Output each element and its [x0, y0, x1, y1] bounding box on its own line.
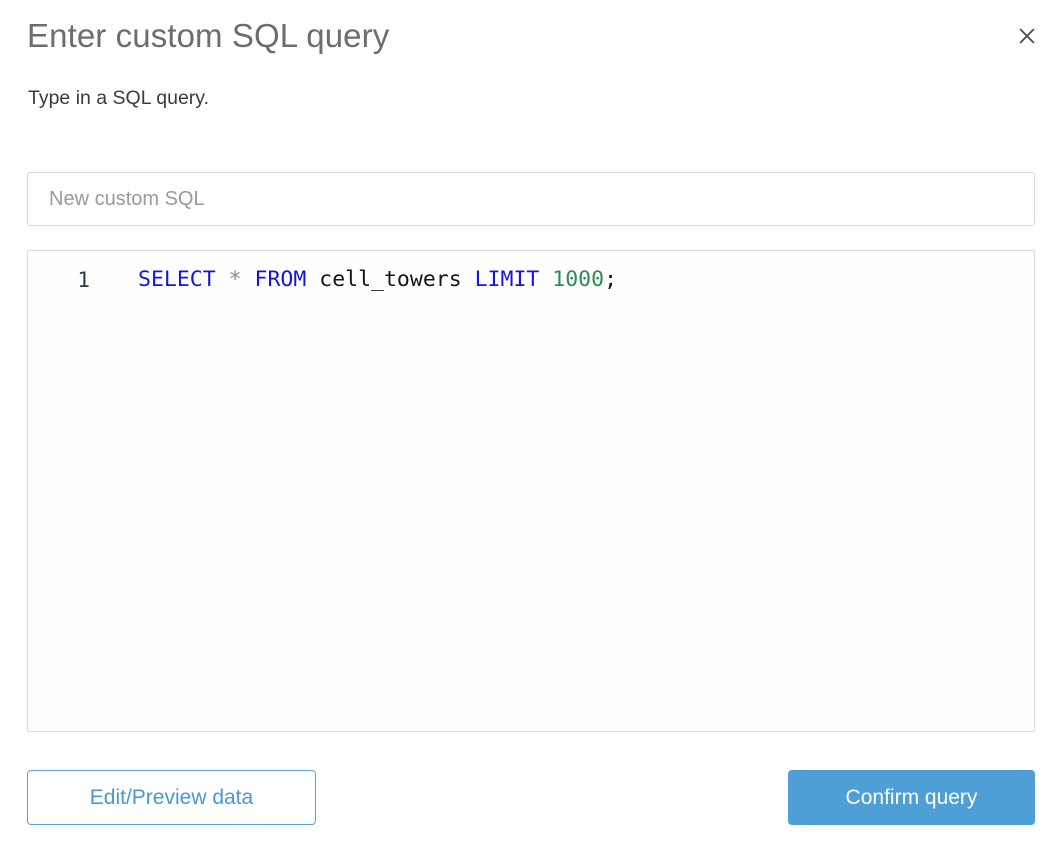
- sql-token-keyword: FROM: [254, 267, 307, 292]
- line-number: 1: [77, 268, 90, 292]
- sql-token-plain: [216, 267, 229, 292]
- close-button[interactable]: [1008, 17, 1046, 55]
- sql-token-identifier: cell_towers: [319, 267, 462, 292]
- close-icon: [1017, 26, 1037, 46]
- sql-query-text[interactable]: SELECT * FROM cell_towers LIMIT 1000;: [90, 264, 1034, 296]
- sql-token-plain: [539, 267, 552, 292]
- query-name-input[interactable]: [27, 172, 1035, 226]
- sql-token-keyword: SELECT: [138, 267, 216, 292]
- sql-token-plain: [306, 267, 319, 292]
- sql-token-plain: [242, 267, 255, 292]
- sql-token-operator: *: [228, 267, 242, 292]
- confirm-query-button[interactable]: Confirm query: [788, 770, 1035, 825]
- page-title: Enter custom SQL query: [27, 17, 390, 54]
- sql-token-number: 1000: [552, 267, 605, 292]
- dialog-subtitle: Type in a SQL query.: [28, 87, 210, 109]
- sql-token-plain: [462, 267, 475, 292]
- query-name-field-wrapper: [27, 172, 1035, 226]
- sql-token-punct: ;: [604, 267, 618, 292]
- sql-token-keyword: LIMIT: [474, 267, 540, 292]
- edit-preview-data-button[interactable]: Edit/Preview data: [27, 770, 316, 825]
- sql-code-editor[interactable]: 1 SELECT * FROM cell_towers LIMIT 1000;: [27, 250, 1035, 732]
- editor-line: 1 SELECT * FROM cell_towers LIMIT 1000;: [28, 251, 1034, 296]
